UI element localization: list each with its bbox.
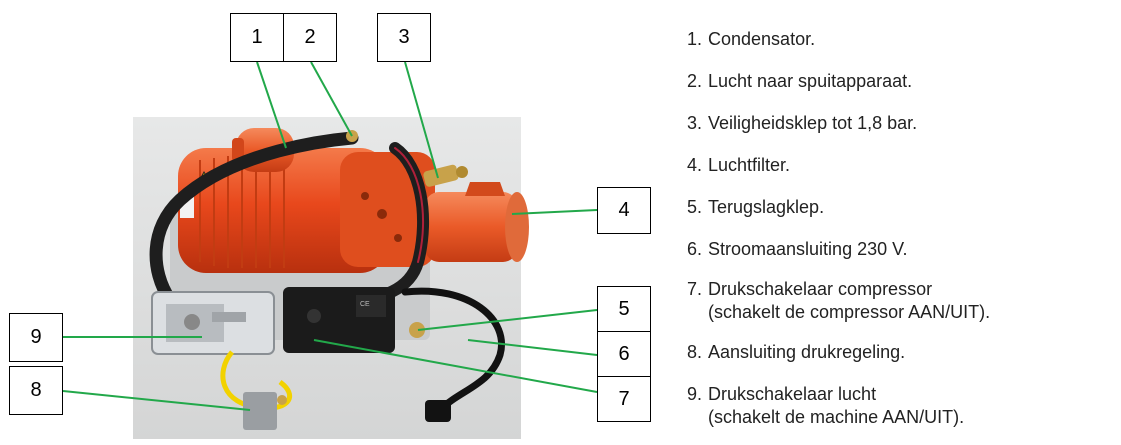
pressure-control-connector [220,350,293,430]
power-cable [401,287,505,422]
leader-line-2 [310,61,353,137]
leader-line-1 [256,61,287,149]
legend-text: Drukschakelaar lucht [708,384,877,404]
legend-number: 7. [686,279,702,299]
leader-line-6 [467,339,598,356]
legend-text: Aansluiting drukregeling. [708,342,906,362]
legend-text: Luchtfilter. [708,155,791,175]
callout-1: 1 [230,13,284,62]
legend-number: 2. [686,71,702,91]
motor [178,148,435,273]
legend-text: Lucht naar spuitapparaat. [708,71,913,91]
air-pressure-switch [151,291,275,355]
compressor-photo: CE 1 2 3 4 5 6 7 8 [9,13,651,439]
legend-text: Drukschakelaar compressor [708,279,933,299]
legend-number: 6. [686,239,702,259]
legend-number: 4. [686,155,702,175]
callout-6: 6 [597,331,651,377]
leader-line-4 [511,209,598,215]
callout-8: 8 [9,366,63,415]
legend-number: 5. [686,197,702,217]
power-plug [425,400,451,422]
legend-number: 3. [686,113,702,133]
callout-4: 4 [597,187,651,234]
legend-text: Veiligheidsklep tot 1,8 bar. [708,113,918,133]
safety-valve [423,164,468,187]
check-valve [409,322,425,338]
legend-number: 1. [686,29,702,49]
legend-text-note: (schakelt de machine AAN/UIT). [708,407,965,427]
leader-line-7 [313,339,598,393]
leader-line-5 [417,309,598,331]
legend-text: Stroomaansluiting 230 V. [708,239,908,259]
callout-3: 3 [377,13,431,62]
legend-text: Terugslagklep. [708,197,825,217]
leader-line-3 [404,61,439,179]
callout-7: 7 [597,376,651,422]
leader-line-8 [62,390,251,411]
callout-2: 2 [283,13,337,62]
compressor-illustration: CE [62,61,598,439]
callout-5: 5 [597,286,651,332]
air-filter [425,182,529,262]
leader-lines [62,61,598,411]
legend-number: 9. [686,384,702,404]
legend-text: Condensator. [708,29,816,49]
svg-text:CE: CE [360,301,370,308]
compressor-pressure-switch: CE [283,287,395,353]
legend-text-note: (schakelt de compressor AAN/UIT). [708,302,991,322]
legend-number: 8. [686,342,702,362]
callout-9: 9 [9,313,63,362]
